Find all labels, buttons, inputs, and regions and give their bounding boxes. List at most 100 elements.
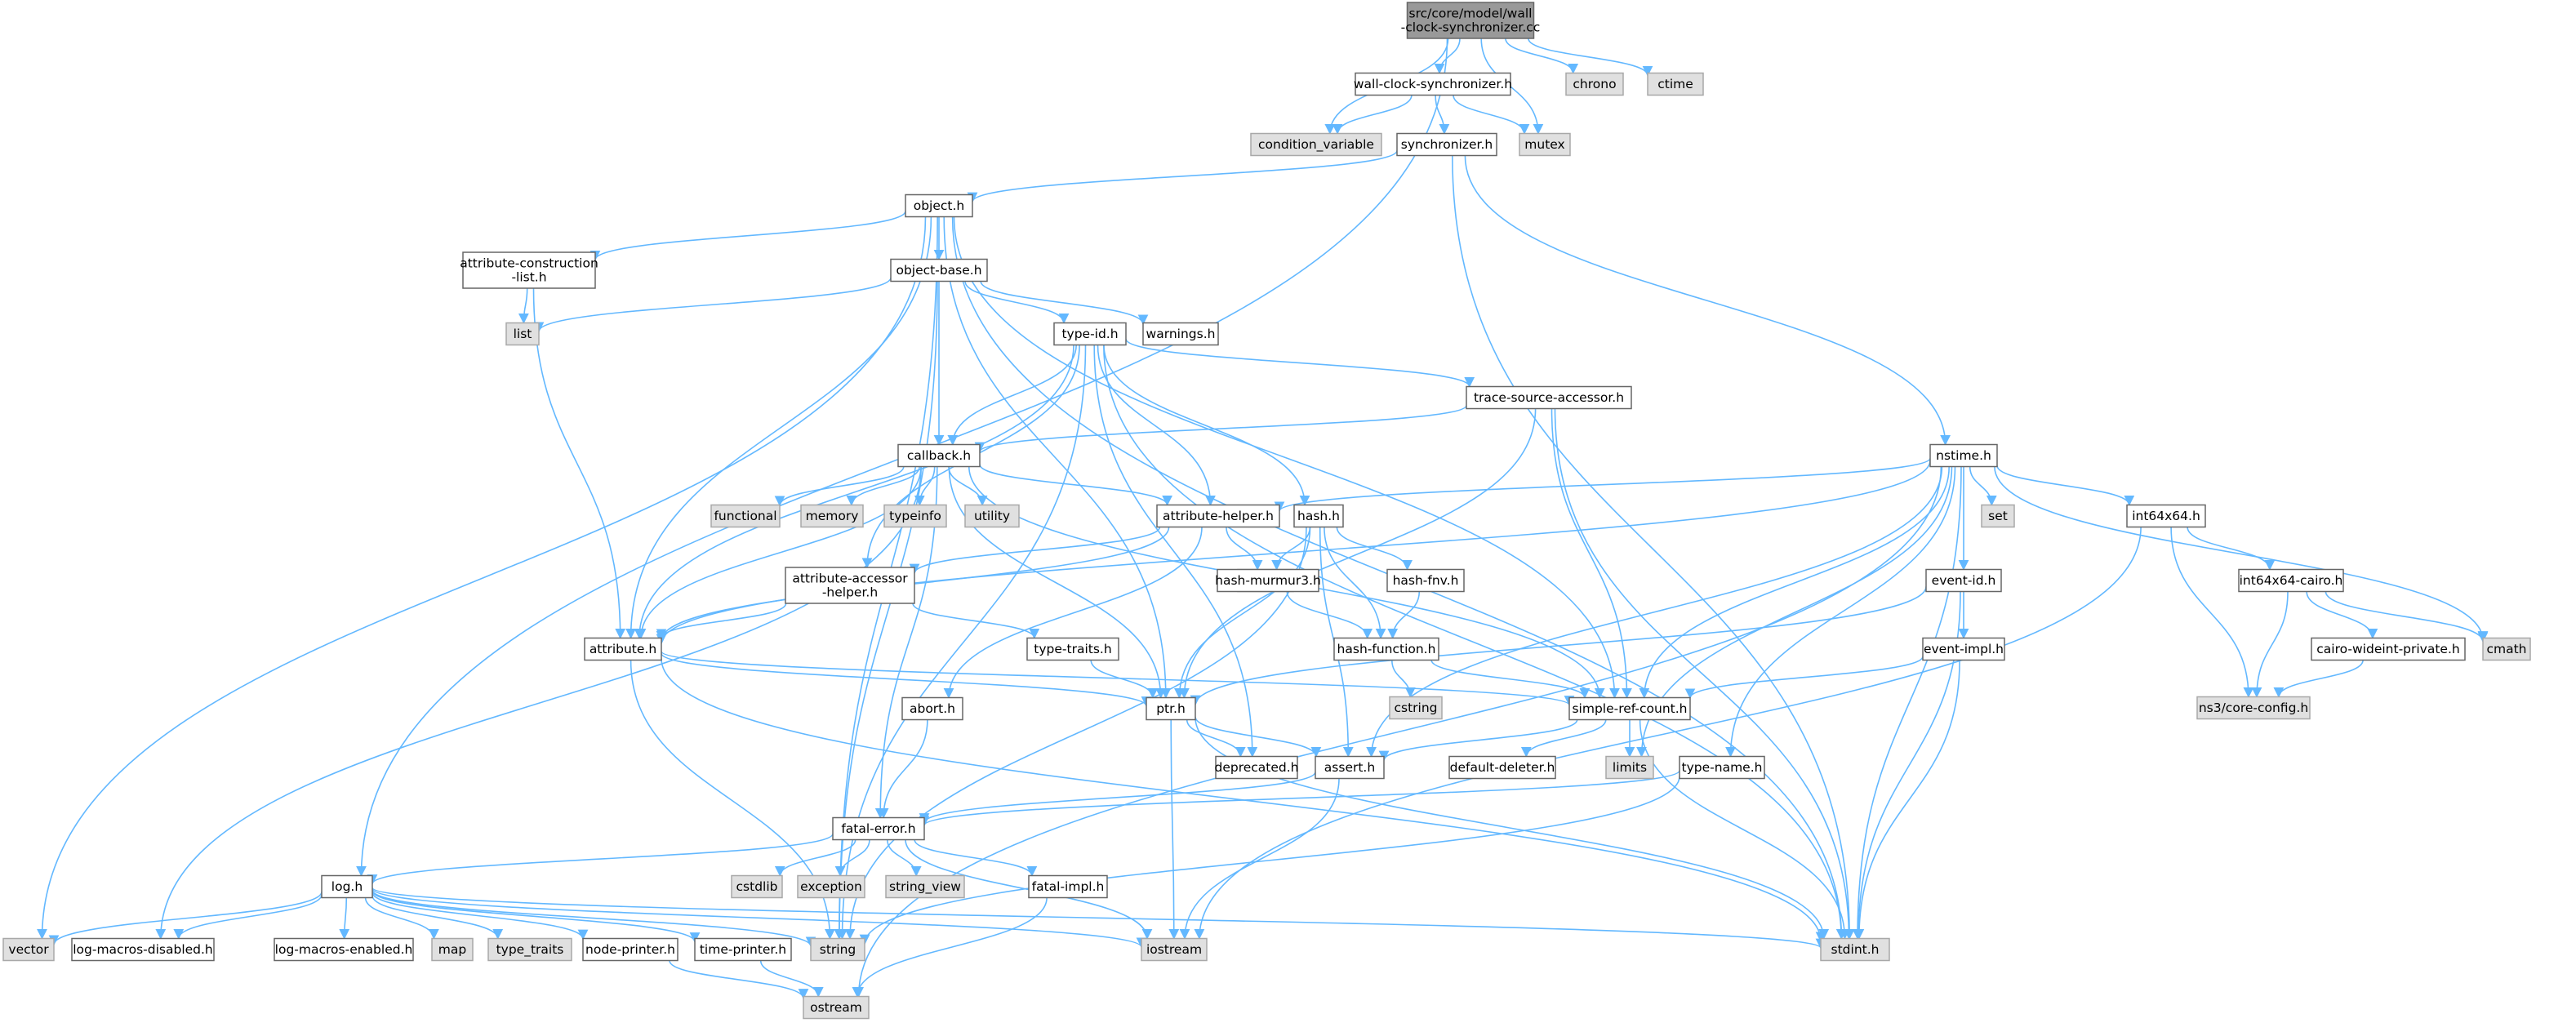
node-typetraits-h[interactable]: type-traits.h [1026, 637, 1119, 661]
edge-root-to-chrono [1505, 38, 1579, 74]
edge-callback_h-to-fatalerror_h [874, 466, 938, 819]
node-ostream[interactable]: ostream [803, 995, 870, 1020]
node-label: int64x64.h [2132, 509, 2200, 523]
edge-int64x64_h-to-cairo_h [2187, 527, 2276, 571]
node-typeinfo[interactable]: typeinfo [883, 504, 947, 528]
node-ptr-h[interactable]: ptr.h [1146, 696, 1196, 721]
edges-layer [37, 38, 2489, 999]
edge-typeid_h-to-deprecated_h [1093, 345, 1258, 758]
node-tsa-h[interactable]: trace-source-accessor.h [1466, 385, 1632, 410]
node-label: ctime [1657, 77, 1693, 91]
edge-typetraits_h-to-ptr_h [1090, 660, 1159, 699]
node-cstdlib[interactable]: cstdlib [731, 874, 783, 899]
node-sync-h[interactable]: synchronizer.h [1396, 132, 1497, 157]
edge-hash_h-to-murmur_h [1271, 527, 1311, 571]
node-label: ns3/core-config.h [2199, 701, 2308, 715]
node-typeid-h[interactable]: type-id.h [1053, 322, 1127, 346]
node-condvar[interactable]: condition_variable [1250, 132, 1382, 157]
node-wcs-h[interactable]: wall-clock-synchronizer.h [1354, 72, 1512, 96]
node-lmd-h[interactable]: log-macros-disabled.h [71, 937, 215, 962]
node-label: abort.h [910, 701, 955, 716]
node-acl-h[interactable]: attribute-construction-list.h [460, 251, 598, 289]
node-root[interactable]: src/core/model/wall-clock-synchronizer.c… [1401, 2, 1541, 39]
edge-attrhelper_h-to-sstream [1226, 527, 1263, 571]
node-src-h[interactable]: simple-ref-count.h [1568, 696, 1691, 721]
node-attrhelper-h[interactable]: attribute-helper.h [1156, 504, 1280, 528]
node-callback-h[interactable]: callback.h [897, 443, 981, 468]
node-string-view[interactable]: string_view [885, 874, 965, 899]
node-memory[interactable]: memory [800, 504, 864, 528]
node-warnings-h[interactable]: warnings.h [1142, 322, 1219, 346]
node-string[interactable]: string [810, 937, 865, 962]
node-exception[interactable]: exception [797, 874, 865, 899]
node-label: ostream [810, 1000, 862, 1015]
node-chrono[interactable]: chrono [1565, 72, 1624, 96]
edge-sync_h-to-nstime_h [1464, 155, 1951, 446]
node-assert-h[interactable]: assert.h [1315, 755, 1385, 780]
node-utility[interactable]: utility [964, 504, 1020, 528]
node-abort-h[interactable]: abort.h [901, 696, 963, 721]
node-murmur-h[interactable]: hash-murmur3.h [1215, 568, 1321, 593]
edge-aah_h-to-typetraits_h [912, 603, 1040, 639]
node-type-traits[interactable]: type_traits [487, 937, 572, 962]
node-eventimpl-h[interactable]: event-impl.h [1922, 637, 2005, 661]
node-functional[interactable]: functional [710, 504, 781, 528]
node-aah-h[interactable]: attribute-accessor-helper.h [785, 567, 915, 604]
node-label: cairo-wideint-private.h [2316, 642, 2459, 656]
node-set[interactable]: set [1981, 504, 2015, 528]
node-coreconfig-h[interactable]: ns3/core-config.h [2196, 696, 2311, 720]
node-label: hash.h [1297, 509, 1340, 523]
node-label: hash-murmur3.h [1215, 573, 1321, 588]
node-box [1519, 132, 1571, 157]
node-hashfunc-h[interactable]: hash-function.h [1333, 637, 1439, 661]
edge-hashfunc_h-to-cstring [1391, 660, 1416, 698]
edge-fnv_h-to-hashfunc_h [1387, 591, 1421, 639]
node-label: ptr.h [1156, 701, 1186, 716]
node-cwp-h[interactable]: cairo-wideint-private.h [2311, 637, 2466, 661]
node-stdint-h[interactable]: stdint.h [1820, 937, 1890, 962]
edge-objbase_h-to-warnings_h [980, 281, 1149, 326]
edge-murmur_h-to-hashfunc_h [1286, 591, 1373, 639]
node-list[interactable]: list [505, 322, 540, 346]
edge-cairo_h-to-coreconfig_h [2251, 591, 2289, 698]
node-box [710, 504, 781, 528]
edge-cwp_h-to-coreconfig_h [2273, 660, 2364, 698]
node-box [462, 251, 596, 289]
node-eventid-h[interactable]: event-id.h [1925, 568, 2002, 593]
node-deprecated-h[interactable]: deprecated.h [1214, 755, 1299, 780]
node-lme-h[interactable]: log-macros-enabled.h [274, 937, 414, 962]
node-label: object-base.h [896, 263, 981, 278]
node-limits[interactable]: limits [1605, 755, 1654, 780]
edge-sync_h-to-stdint_h [1452, 155, 1855, 940]
node-object-h[interactable]: object.h [905, 193, 973, 218]
node-objbase-h[interactable]: object-base.h [890, 258, 988, 282]
node-box [1679, 755, 1765, 780]
node-typename-h[interactable]: type-name.h [1679, 755, 1765, 780]
node-ctime[interactable]: ctime [1647, 72, 1704, 96]
edge-eventimpl_h-to-src_h [1684, 656, 1924, 700]
edge-objbase_h-to-typeid_h [964, 281, 1070, 324]
node-cmath[interactable]: cmath [2482, 637, 2531, 661]
node-nstime-h[interactable]: nstime.h [1929, 443, 1998, 468]
node-iostream[interactable]: iostream [1141, 937, 1208, 962]
node-map[interactable]: map [431, 937, 474, 962]
node-label: hash-fnv.h [1393, 573, 1459, 588]
node-label: -clock-synchronizer.cc [1401, 20, 1541, 35]
node-fatalerror-h[interactable]: fatal-error.h [832, 816, 925, 841]
node-hash-h[interactable]: hash.h [1293, 504, 1344, 528]
edge-wcs_h-to-condvar [1332, 95, 1413, 135]
node-nodeprinter-h[interactable]: node-printer.h [582, 937, 678, 962]
node-vector[interactable]: vector [2, 937, 55, 962]
node-attribute-h[interactable]: attribute.h [584, 637, 662, 661]
node-timeprinter-h[interactable]: time-printer.h [694, 937, 792, 962]
node-int64x64-h[interactable]: int64x64.h [2126, 504, 2206, 528]
node-mutex[interactable]: mutex [1519, 132, 1571, 157]
node-label: int64x64-cairo.h [2240, 573, 2343, 588]
node-log-h[interactable]: log.h [321, 874, 373, 899]
node-box [274, 937, 414, 962]
node-cstring[interactable]: cstring [1389, 696, 1443, 720]
node-fatalimpl-h[interactable]: fatal-impl.h [1028, 874, 1108, 899]
node-fnv-h[interactable]: hash-fnv.h [1386, 568, 1465, 593]
node-dd-h[interactable]: default-deleter.h [1448, 755, 1556, 780]
node-cairo-h[interactable]: int64x64-cairo.h [2238, 568, 2344, 593]
